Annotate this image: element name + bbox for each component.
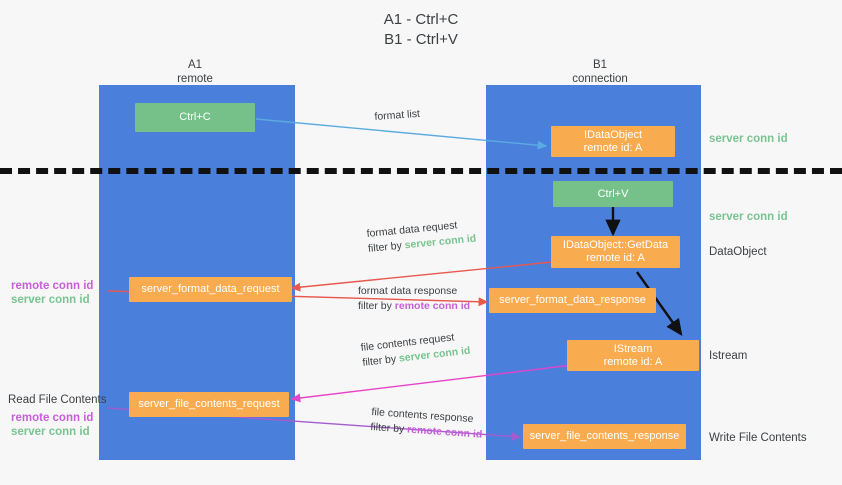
node-server-file-contents-request-label: server_file_contents_request xyxy=(138,398,279,411)
node-server-file-contents-response[interactable]: server_file_contents_response xyxy=(523,424,686,449)
edge-label-format-data-response-filter: filter by remote conn id xyxy=(358,300,470,312)
node-idataobject-getdata-line2: remote id: A xyxy=(586,252,645,265)
right-label-istream: Istream xyxy=(709,349,747,363)
node-idataobject-line2: remote id: A xyxy=(584,142,643,155)
edge-label-format-data-response: format data response filter by remote co… xyxy=(358,284,470,314)
left-label-conn-ids-1: remote conn id server conn id xyxy=(11,279,93,307)
node-idataobject[interactable]: ࿼⑰IDataObject remote id: A xyxy=(551,126,675,157)
filter-prefix: filter by xyxy=(368,239,406,254)
node-ctrl-c-line1: Ctrl+C xyxy=(179,111,210,124)
node-server-format-data-response[interactable]: server_format_data_response xyxy=(489,288,656,313)
right-label-server-conn-id-2: server conn id xyxy=(709,210,788,224)
node-idataobject-getdata-line1: IDataObject::GetData xyxy=(563,239,668,252)
left-label-remote-conn-id-2: remote conn id xyxy=(11,412,93,424)
left-label-server-conn-id-1: server conn id xyxy=(11,294,90,306)
left-label-conn-ids-2: remote conn id server conn id xyxy=(11,411,93,439)
left-label-server-conn-id-2: server conn id xyxy=(11,426,90,438)
node-ctrl-c[interactable]: Ctrl+C xyxy=(135,103,255,132)
filter-value-remote-conn-id: remote conn id xyxy=(407,424,483,441)
node-server-file-contents-response-label: server_file_contents_response xyxy=(530,430,680,443)
node-server-format-data-request-label: server_format_data_request xyxy=(141,283,279,296)
right-label-write-file-contents: Write File Contents xyxy=(709,431,807,445)
node-ctrl-v-line1: Ctrl+V xyxy=(598,188,629,201)
filter-prefix: filter by xyxy=(362,353,400,369)
node-server-format-data-request[interactable]: server_format_data_request xyxy=(129,277,292,302)
node-istream-line2: remote id: A xyxy=(604,356,663,369)
right-label-server-conn-id-1: server conn id xyxy=(709,132,788,146)
filter-value-remote-conn-id: remote conn id xyxy=(395,300,470,312)
node-server-file-contents-request[interactable]: server_file_contents_request xyxy=(129,392,289,417)
node-istream[interactable]: IStream remote id: A xyxy=(567,340,699,371)
node-idataobject-getdata[interactable]: IDataObject::GetData remote id: A xyxy=(551,236,680,268)
node-idataobject-line1: ࿼⑰IDataObject xyxy=(584,129,642,142)
node-istream-line1: IStream xyxy=(614,343,653,356)
edge-label-format-list: format list xyxy=(374,107,420,125)
right-label-dataobject: DataObject xyxy=(709,245,767,259)
filter-prefix: filter by xyxy=(358,300,395,312)
phase-divider xyxy=(0,168,842,174)
filter-prefix: filter by xyxy=(370,421,408,436)
edge-label-format-data-response-line1: format data response xyxy=(358,285,457,297)
node-server-format-data-response-label: server_format_data_response xyxy=(499,294,646,307)
left-label-read-file-contents: Read File Contents xyxy=(8,393,106,407)
left-label-remote-conn-id-1: remote conn id xyxy=(11,280,93,292)
node-ctrl-v[interactable]: Ctrl+V xyxy=(553,181,673,207)
